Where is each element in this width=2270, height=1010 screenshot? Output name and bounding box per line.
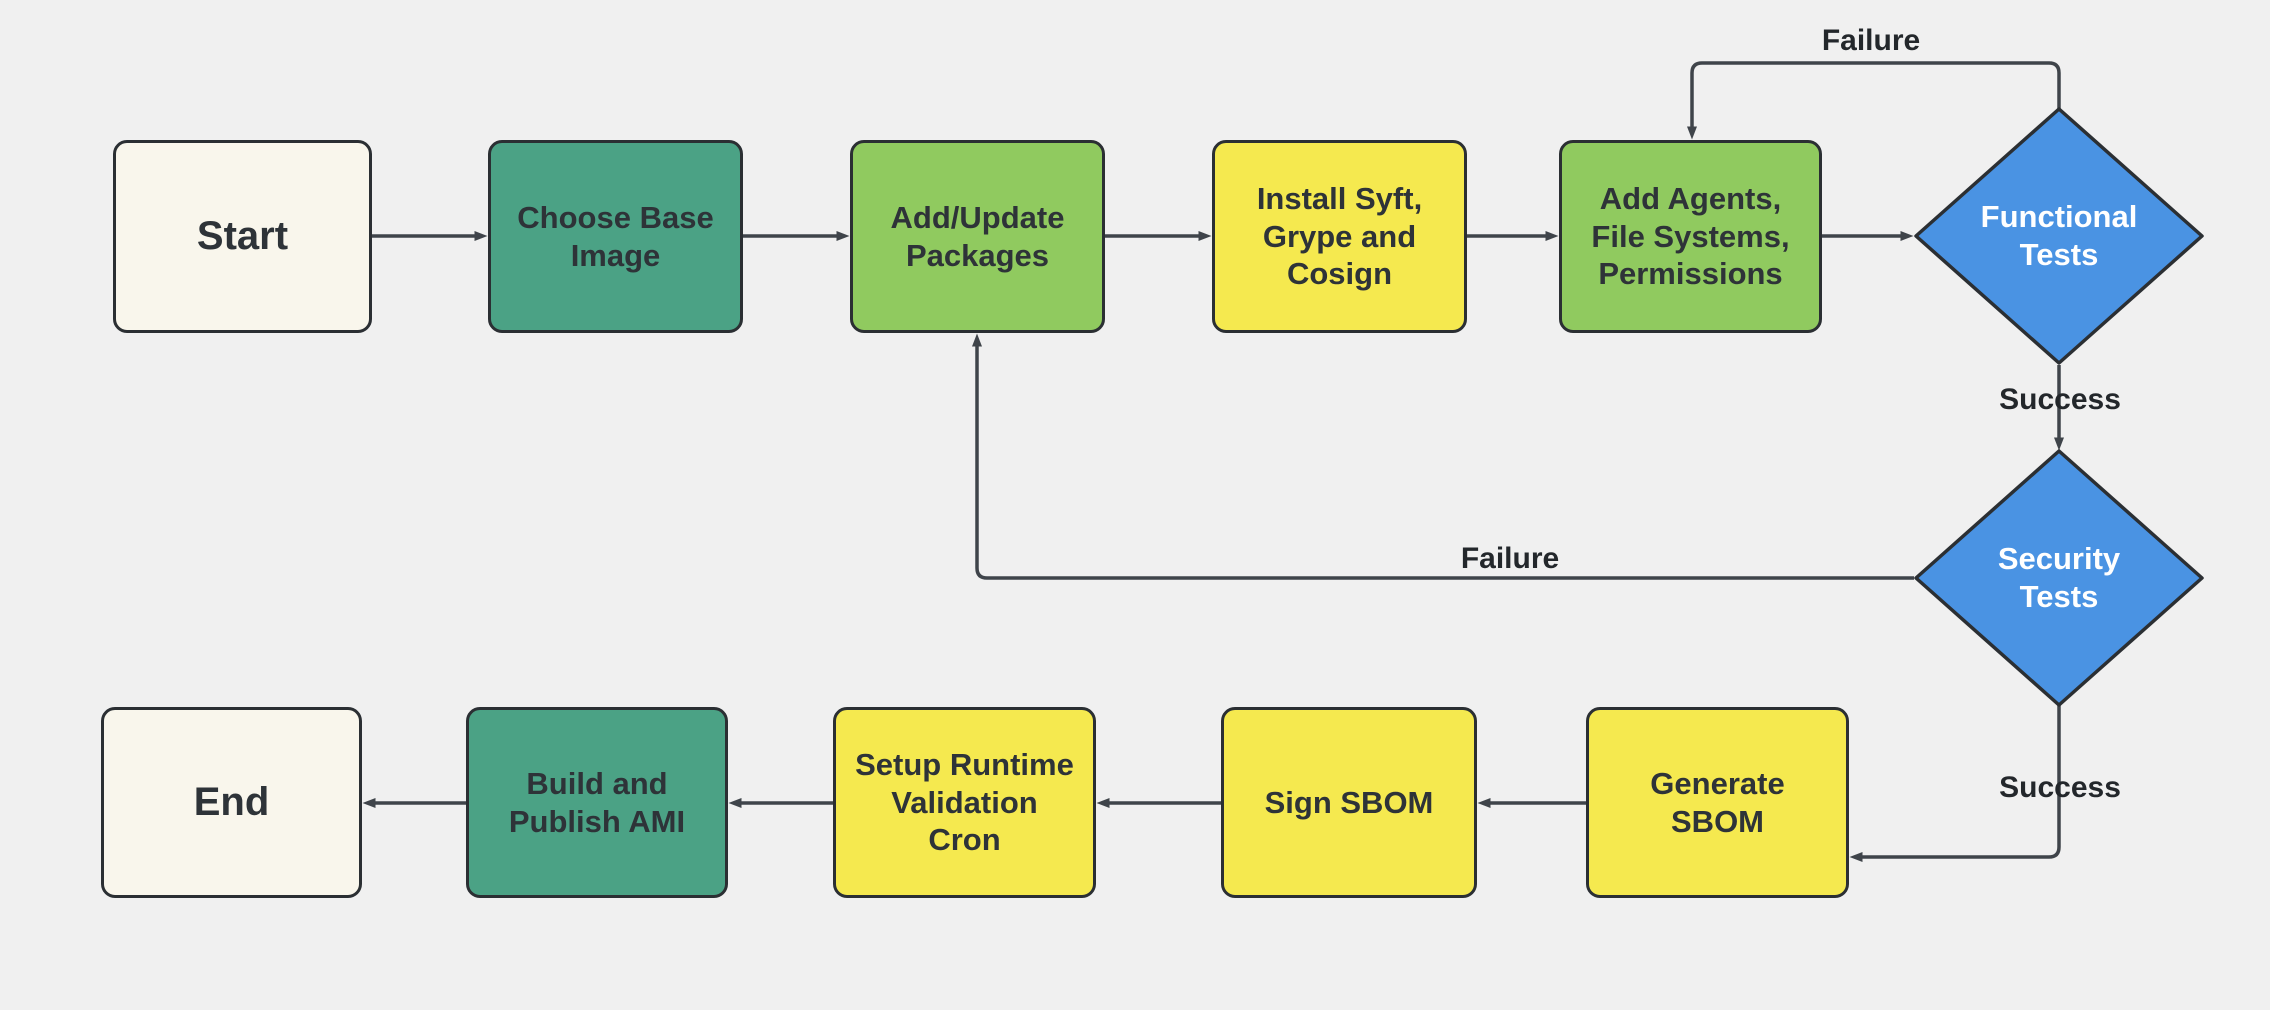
edge-security-failure-loop — [972, 333, 1914, 580]
node-sign-sbom[interactable]: Sign SBOM — [1221, 707, 1477, 898]
node-functional-tests-decision[interactable]: Functional Tests — [1914, 107, 2204, 365]
node-install-syft-grype-cosign-label: Install Syft, Grype and Cosign — [1256, 180, 1423, 292]
edge-label-security-success: Success — [1999, 771, 2121, 804]
edge-security-success-to-generate-sbom — [1849, 705, 2061, 862]
security-tests-diamond-shape — [1914, 449, 2204, 707]
node-build-publish-ami-label: Build and Publish AMI — [508, 765, 686, 839]
node-choose-base-image[interactable]: Choose Base Image — [488, 140, 743, 333]
node-add-update-packages-label: Add/Update Packages — [890, 199, 1065, 273]
node-generate-sbom-label: Generate SBOM — [1650, 765, 1785, 839]
node-build-publish-ami[interactable]: Build and Publish AMI — [466, 707, 728, 898]
node-choose-base-image-label: Choose Base Image — [517, 199, 714, 273]
node-end[interactable]: End — [101, 707, 362, 898]
node-sign-sbom-label: Sign SBOM — [1264, 784, 1434, 820]
edge-functional-failure-loop — [1687, 61, 2061, 140]
node-start[interactable]: Start — [113, 140, 372, 333]
node-functional-tests-label: Functional Tests — [1980, 199, 2138, 272]
node-add-update-packages[interactable]: Add/Update Packages — [850, 140, 1105, 333]
edge-label-functional-failure: Failure — [1821, 24, 1921, 57]
node-setup-runtime-validation-cron[interactable]: Setup Runtime Validation Cron — [833, 707, 1096, 898]
node-security-tests-decision[interactable]: Security Tests — [1914, 449, 2204, 707]
node-start-label: Start — [196, 214, 289, 259]
node-setup-runtime-validation-cron-label: Setup Runtime Validation Cron — [855, 746, 1074, 858]
node-generate-sbom[interactable]: Generate SBOM — [1586, 707, 1849, 898]
node-end-label: End — [193, 780, 270, 825]
node-install-syft-grype-cosign[interactable]: Install Syft, Grype and Cosign — [1212, 140, 1467, 333]
node-security-tests-label: Security Tests — [1997, 541, 2121, 614]
functional-tests-diamond-shape — [1914, 107, 2204, 365]
node-add-agents-filesystems-permissions[interactable]: Add Agents, File Systems, Permissions — [1559, 140, 1822, 333]
node-add-agents-filesystems-permissions-label: Add Agents, File Systems, Permissions — [1591, 180, 1790, 292]
edge-label-security-failure: Failure — [1460, 542, 1560, 575]
edge-label-functional-success: Success — [1999, 383, 2121, 416]
